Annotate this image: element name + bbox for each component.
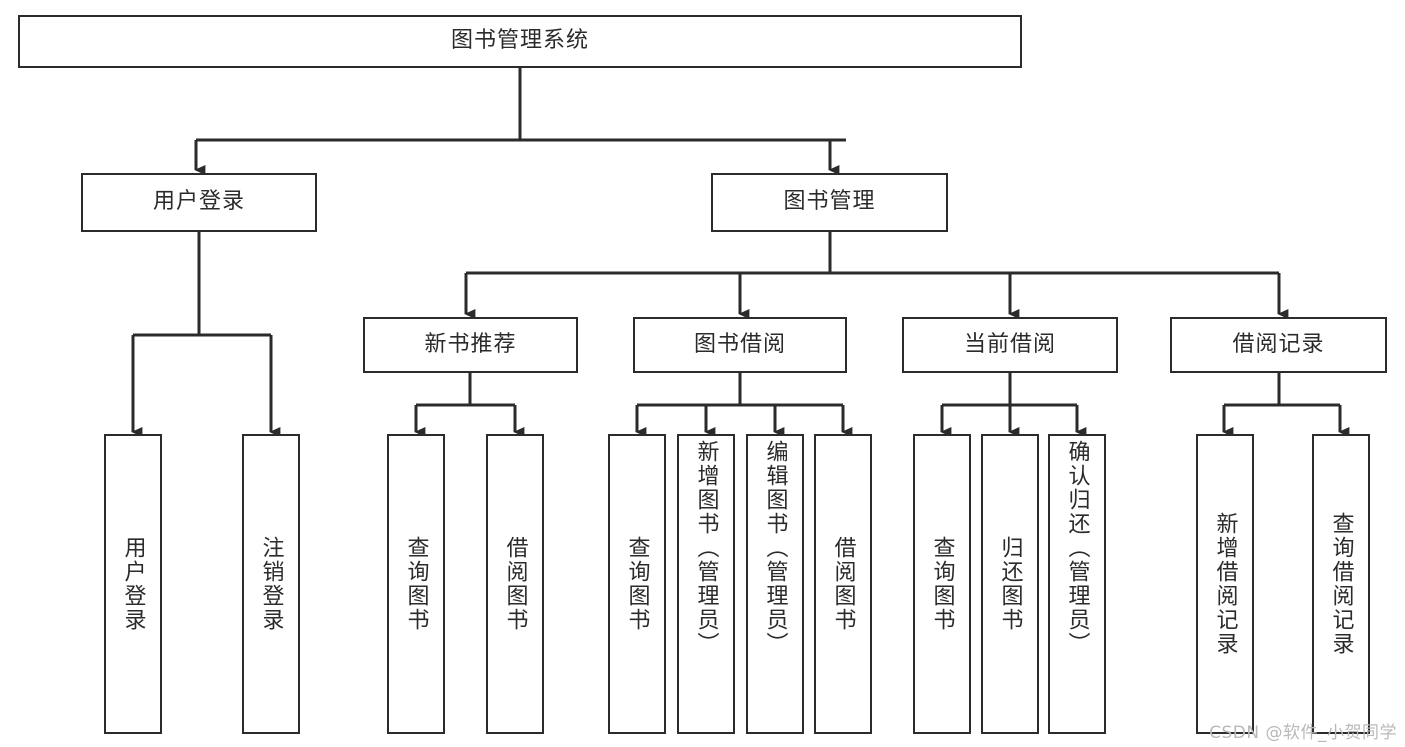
node-user-login[interactable]: 用户登录: [81, 173, 317, 232]
leaf-book-borrow-add-label: 新增图书（管理员）: [693, 440, 719, 656]
leaf-current-borrow-confirm[interactable]: 确认归还（管理员）: [1048, 434, 1106, 734]
leaf-book-borrow-query[interactable]: 查询图书: [608, 434, 666, 734]
leaf-book-borrow-add[interactable]: 新增图书（管理员）: [677, 434, 735, 734]
node-new-book-recommend-label: 新书推荐: [424, 331, 517, 357]
node-book-borrow[interactable]: 图书借阅: [633, 317, 847, 373]
watermark-text: CSDN @软件_小贺同学: [1209, 723, 1397, 743]
node-borrow-record-label: 借阅记录: [1232, 331, 1325, 357]
leaf-current-borrow-return[interactable]: 归还图书: [981, 434, 1039, 734]
leaf-current-borrow-query-label: 查询图书: [929, 536, 955, 632]
node-book-borrow-label: 图书借阅: [693, 331, 786, 357]
leaf-user-login-login-label: 用户登录: [120, 536, 146, 632]
leaf-book-borrow-edit[interactable]: 编辑图书（管理员）: [746, 434, 804, 734]
node-new-book-recommend[interactable]: 新书推荐: [363, 317, 578, 373]
leaf-book-borrow-edit-label: 编辑图书（管理员）: [762, 440, 788, 656]
leaf-user-login-login[interactable]: 用户登录: [104, 434, 162, 734]
leaf-user-login-logout[interactable]: 注销登录: [242, 434, 300, 734]
leaf-new-book-borrow-label: 借阅图书: [502, 536, 528, 632]
leaf-new-book-borrow[interactable]: 借阅图书: [486, 434, 544, 734]
leaf-borrow-record-query-label: 查询借阅记录: [1328, 512, 1354, 656]
leaf-book-borrow-borrow[interactable]: 借阅图书: [814, 434, 872, 734]
leaf-borrow-record-add-label: 新增借阅记录: [1212, 512, 1238, 656]
leaf-borrow-record-add[interactable]: 新增借阅记录: [1196, 434, 1254, 734]
node-book-management[interactable]: 图书管理: [711, 173, 948, 232]
leaf-borrow-record-query[interactable]: 查询借阅记录: [1312, 434, 1370, 734]
node-root[interactable]: 图书管理系统: [18, 15, 1022, 68]
leaf-book-borrow-borrow-label: 借阅图书: [830, 536, 856, 632]
leaf-new-book-query[interactable]: 查询图书: [387, 434, 445, 734]
node-user-login-label: 用户登录: [152, 189, 245, 215]
node-current-borrow-label: 当前借阅: [963, 331, 1056, 357]
leaf-book-borrow-query-label: 查询图书: [624, 536, 650, 632]
node-book-management-label: 图书管理: [783, 189, 876, 215]
leaf-current-borrow-confirm-label: 确认归还（管理员）: [1064, 440, 1090, 656]
node-current-borrow[interactable]: 当前借阅: [902, 317, 1118, 373]
node-borrow-record[interactable]: 借阅记录: [1170, 317, 1387, 373]
leaf-current-borrow-return-label: 归还图书: [997, 536, 1023, 632]
node-root-label: 图书管理系统: [450, 28, 589, 54]
leaf-current-borrow-query[interactable]: 查询图书: [913, 434, 971, 734]
leaf-user-login-logout-label: 注销登录: [258, 536, 284, 632]
leaf-new-book-query-label: 查询图书: [403, 536, 429, 632]
